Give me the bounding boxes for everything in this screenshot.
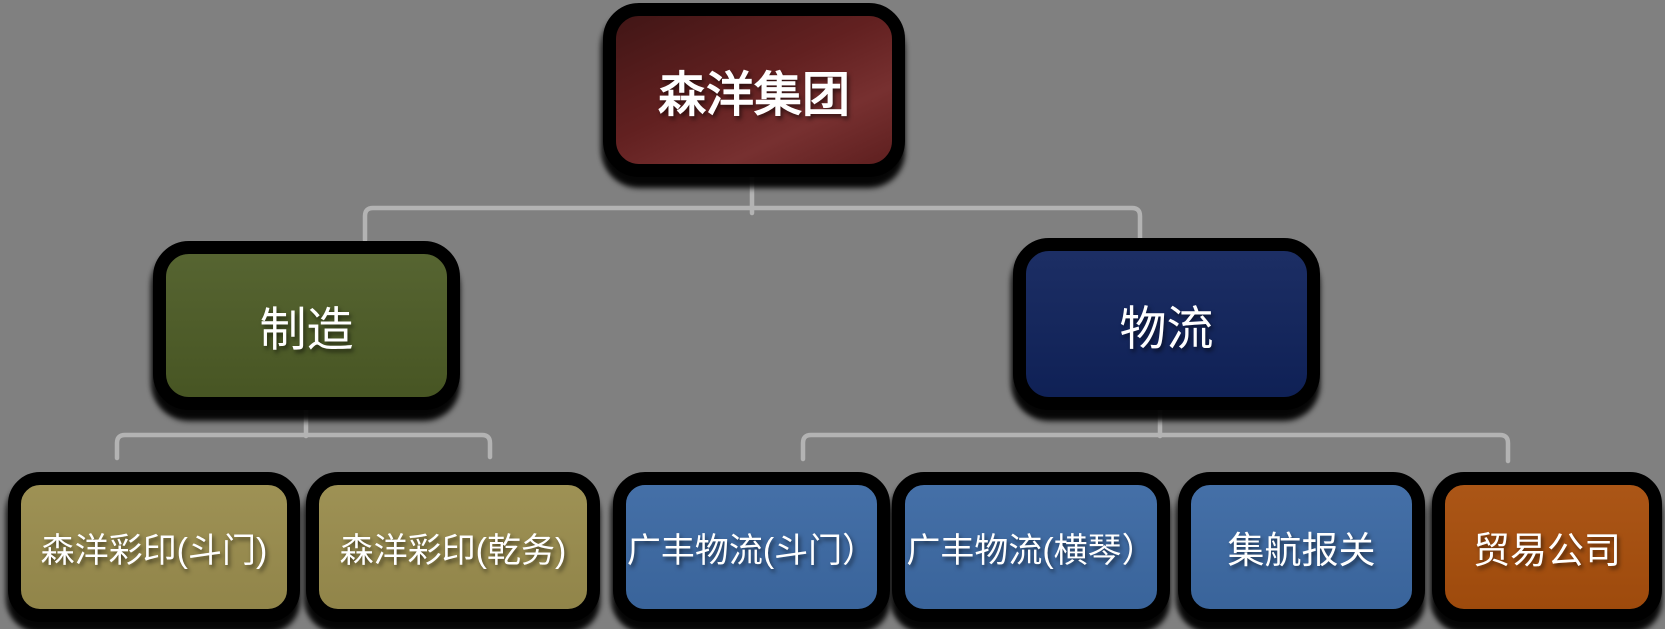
node-maoyi-gongsi-label: 贸易公司 xyxy=(1473,530,1621,571)
node-guangfeng-wuliu-doumen-label: 广丰物流(斗门） xyxy=(626,531,877,570)
node-group-root: 森洋集团 xyxy=(603,3,905,177)
node-senyang-caiyin-qianwu: 森洋彩印(乾务) xyxy=(306,472,600,622)
node-guangfeng-wuliu-hengqin: 广丰物流(横琴） xyxy=(892,472,1170,622)
node-logistics: 物流 xyxy=(1013,238,1320,410)
connector-root-bracket xyxy=(362,205,1143,243)
node-senyang-caiyin-doumen-label: 森洋彩印(斗门) xyxy=(40,531,268,570)
node-maoyi-gongsi: 贸易公司 xyxy=(1432,472,1662,622)
node-senyang-caiyin-qianwu-label: 森洋彩印(乾务) xyxy=(339,531,567,570)
connector-group xyxy=(114,169,1511,464)
connector-logistics-bracket xyxy=(800,432,1511,464)
node-logistics-label: 物流 xyxy=(1119,301,1214,355)
connector-manufacturing-bracket xyxy=(114,432,493,461)
node-group-root-label: 森洋集团 xyxy=(657,69,850,122)
node-jihang-baoguan: 集航报关 xyxy=(1178,472,1425,622)
node-jihang-baoguan-label: 集航报关 xyxy=(1227,530,1376,571)
node-manufacturing-label: 制造 xyxy=(259,303,354,356)
node-senyang-caiyin-doumen: 森洋彩印(斗门) xyxy=(8,472,300,622)
node-manufacturing: 制造 xyxy=(153,241,460,410)
node-guangfeng-wuliu-doumen: 广丰物流(斗门） xyxy=(613,472,890,622)
node-guangfeng-wuliu-hengqin-label: 广丰物流(横琴） xyxy=(906,531,1156,570)
